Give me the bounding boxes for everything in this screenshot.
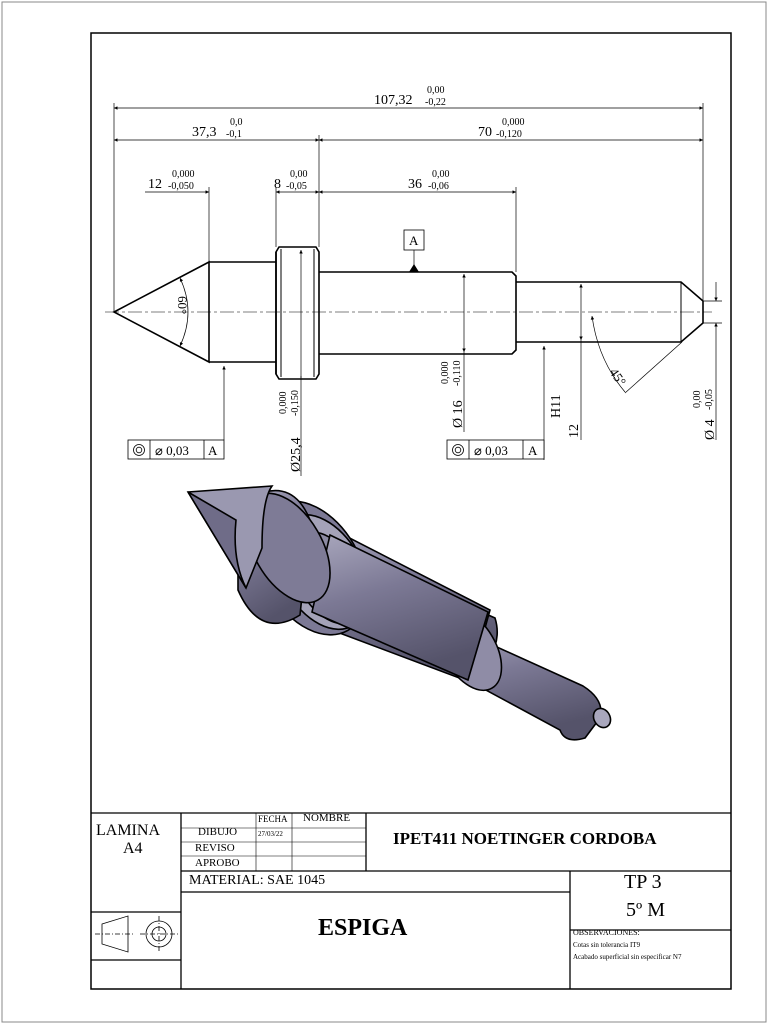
- projection-symbol-icon: [95, 915, 178, 953]
- dim-shaft-lower: -0,06: [428, 181, 449, 192]
- drawing-date: 27/03/22: [258, 830, 283, 838]
- observations-title: OBSERVACIONES:: [573, 928, 640, 937]
- sheet-size: A4: [123, 840, 143, 857]
- dim-left-nominal: 37,3: [192, 125, 217, 140]
- dim-shaft-dia: Ø 16: [451, 400, 466, 428]
- observation-2: Acabado superficial sin especificar N7: [573, 953, 682, 961]
- svg-text:A: A: [409, 233, 419, 248]
- signature-grid: [181, 813, 366, 871]
- row-reviso: REVISO: [195, 842, 235, 854]
- concentricity-icon: [133, 444, 145, 456]
- datum-triangle: [409, 264, 419, 272]
- dim-shaft-upper: 0,00: [432, 169, 450, 180]
- fcf-left: ⌀ 0,03 A: [127, 439, 225, 460]
- dim-collar-nominal: 8: [274, 177, 281, 192]
- dim-left-upper: 0,0: [230, 117, 243, 128]
- material: MATERIAL: SAE 1045: [189, 873, 326, 888]
- dim-right-upper: 0,000: [502, 117, 525, 128]
- dim-collar-dia-upper: 0,000: [278, 392, 289, 415]
- dim-shaft-nominal: 36: [408, 177, 422, 192]
- dim-collar-lower: -0,05: [286, 181, 307, 192]
- dim-pin-tol: H11: [549, 394, 564, 418]
- dim-right-nominal: 70: [478, 125, 492, 140]
- dim-collar-dia-lower: -0,150: [290, 390, 301, 416]
- dim-shaft-dia-lower: -0,110: [452, 361, 463, 386]
- tp-number: TP 3: [624, 871, 662, 893]
- dim-collar-upper: 0,00: [290, 169, 308, 180]
- svg-text:A: A: [208, 443, 218, 458]
- svg-text:A: A: [528, 443, 538, 458]
- concentricity-icon: [452, 444, 464, 456]
- row-dibujo: DIBUJO: [198, 826, 238, 838]
- dim-cone-angle: 60°: [175, 296, 190, 314]
- dim-tip-dia: Ø 4: [703, 419, 718, 440]
- part-name: ESPIGA: [318, 915, 408, 941]
- observation-1: Cotas sin tolerancia IT9: [573, 941, 641, 949]
- dim-right-lower: -0,120: [496, 129, 522, 140]
- col-nombre: NOMBRE: [303, 812, 351, 824]
- dimension-text: 107,32 0,00 -0,22 37,3 0,0 -0,1 70 0,000…: [148, 85, 718, 472]
- dim-tip-dia-upper: 0,00: [692, 391, 703, 409]
- dim-overall-lower: -0,22: [425, 97, 446, 108]
- dim-cone-lower: -0,050: [168, 181, 194, 192]
- svg-text:⌀ 0,03: ⌀ 0,03: [474, 443, 508, 458]
- school-name: IPET411 NOETINGER CORDOBA: [393, 829, 657, 848]
- drawing-frame: [90, 32, 732, 990]
- dim-cone-nominal: 12: [148, 177, 162, 192]
- dim-overall-nominal: 107,32: [374, 93, 413, 108]
- col-fecha: FECHA: [258, 814, 288, 824]
- datum-feature-a: A: [403, 229, 425, 251]
- dim-tip-dia-lower: -0,05: [704, 389, 715, 410]
- dim-overall-upper: 0,00: [427, 85, 445, 96]
- dim-left-lower: -0,1: [226, 129, 242, 140]
- dim-chamfer-angle: 45°: [607, 365, 630, 389]
- side-view: [105, 246, 712, 380]
- row-aprobo: APROBO: [195, 857, 240, 869]
- dim-cone-upper: 0,000: [172, 169, 195, 180]
- dim-pin-dia: 12: [567, 424, 582, 438]
- dim-collar-dia: Ø25,4: [289, 437, 304, 472]
- svg-text:⌀ 0,03: ⌀ 0,03: [155, 443, 189, 458]
- isometric-view: [186, 485, 612, 741]
- course: 5º M: [626, 899, 665, 921]
- dimension-lines: [113, 103, 722, 476]
- dim-shaft-dia-upper: 0,000: [440, 362, 451, 385]
- fcf-right: ⌀ 0,03 A: [446, 439, 545, 460]
- sheet-label: LAMINA: [96, 822, 160, 839]
